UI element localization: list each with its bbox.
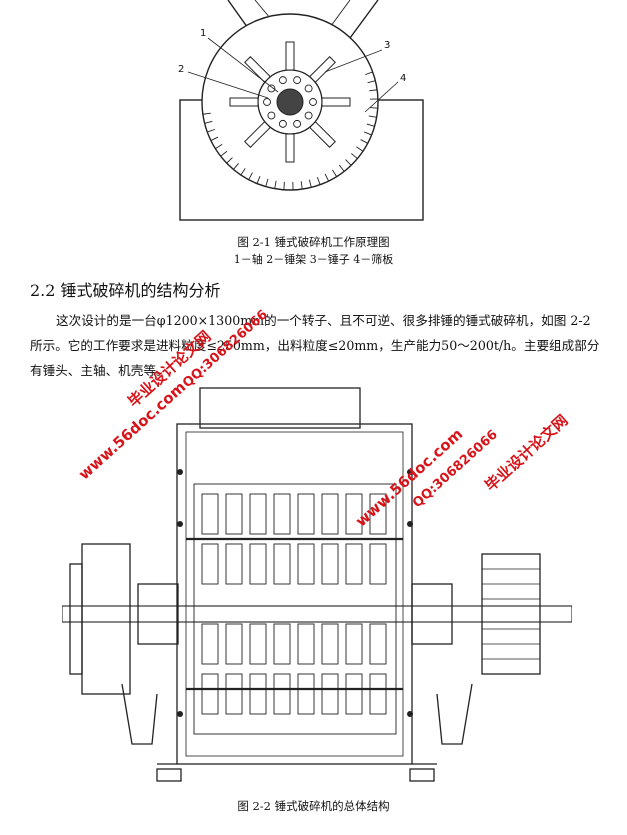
screen-tick bbox=[240, 168, 246, 176]
screen-tick bbox=[215, 144, 223, 150]
hammer-plate bbox=[369, 543, 387, 585]
hammer bbox=[244, 121, 271, 148]
screen-tick bbox=[220, 150, 228, 157]
hammer-plate bbox=[249, 623, 267, 665]
screen-tick bbox=[274, 180, 277, 189]
hammer-plate bbox=[249, 673, 267, 715]
screen-tick bbox=[360, 139, 368, 144]
pin-hole bbox=[263, 98, 271, 106]
screen-tick bbox=[356, 146, 364, 152]
screen-tick bbox=[345, 159, 352, 166]
pin-hole bbox=[304, 84, 313, 93]
hammer bbox=[285, 133, 295, 163]
pin-hole bbox=[304, 111, 313, 120]
screen-tick bbox=[226, 157, 233, 164]
hammer-plate bbox=[297, 493, 315, 535]
screen-tick bbox=[308, 179, 312, 188]
hammer-plate bbox=[273, 623, 291, 665]
pin-hole bbox=[278, 76, 287, 85]
fig1-label-1: 1 bbox=[200, 28, 206, 39]
hammer-plate bbox=[345, 673, 363, 715]
figure-2-1-drawing: 1 2 3 4 bbox=[178, 0, 424, 221]
hammer bbox=[285, 41, 295, 71]
hammer-plate bbox=[273, 673, 291, 715]
hammer-plate bbox=[321, 493, 339, 535]
hammer-plate bbox=[345, 623, 363, 665]
fig1-label-4: 4 bbox=[400, 73, 406, 84]
hammer-plate bbox=[225, 543, 243, 585]
figure-2-2-drawing bbox=[62, 387, 572, 782]
hammer-plate bbox=[225, 493, 243, 535]
hammer-plate bbox=[201, 493, 219, 535]
screen-tick bbox=[283, 181, 285, 190]
hammer bbox=[309, 121, 336, 148]
body-paragraph: 这次设计的是一台φ1200×1300mm的一个转子、且不可逆、很多排锤的锤式破碎… bbox=[30, 313, 600, 378]
screen-tick bbox=[338, 164, 345, 172]
hammer-plate bbox=[249, 543, 267, 585]
screen-tick bbox=[369, 89, 378, 92]
screen-tick bbox=[365, 71, 373, 76]
hammer bbox=[244, 56, 271, 83]
screen-tick bbox=[324, 173, 329, 182]
hammer-plate bbox=[345, 493, 363, 535]
screen-tick bbox=[204, 120, 213, 124]
screen-tick bbox=[332, 169, 338, 177]
hammer-plate bbox=[297, 673, 315, 715]
hammer-plate bbox=[201, 543, 219, 585]
hammer-plate bbox=[369, 673, 387, 715]
screen-tick bbox=[367, 80, 376, 84]
hammer bbox=[309, 56, 336, 83]
pin-hole bbox=[293, 76, 302, 85]
hammer-plate bbox=[273, 493, 291, 535]
fig1-label-3: 3 bbox=[384, 40, 390, 51]
hammer-plate bbox=[225, 673, 243, 715]
screen-tick bbox=[366, 123, 375, 127]
hammer-plate bbox=[297, 623, 315, 665]
pin-hole bbox=[293, 119, 302, 128]
figure-2-2-caption: 图 2-2 锤式破碎机的总体结构 bbox=[237, 799, 390, 813]
screen-tick bbox=[202, 112, 211, 115]
figure-2-1-caption: 图 2-1 锤式破碎机工作原理图 bbox=[237, 235, 390, 249]
screen-tick bbox=[369, 107, 378, 109]
screen-tick bbox=[248, 172, 253, 180]
screen-tick bbox=[256, 176, 261, 184]
hammer-plate bbox=[345, 543, 363, 585]
screen-tick bbox=[316, 177, 321, 185]
figure-2-1-legend: 1－轴 2－锤架 3－锤子 4－筛板 bbox=[233, 253, 394, 266]
hammer-plate bbox=[273, 543, 291, 585]
screen-tick bbox=[207, 128, 215, 133]
screen-tick bbox=[350, 153, 358, 159]
hammer-plate bbox=[321, 673, 339, 715]
hammer-plate bbox=[297, 543, 315, 585]
screen-tick bbox=[368, 115, 377, 118]
hammer-plate bbox=[369, 493, 387, 535]
hammer-plate bbox=[249, 493, 267, 535]
screen-tick bbox=[265, 178, 269, 187]
pin-hole bbox=[267, 84, 276, 93]
hammer-plate bbox=[225, 623, 243, 665]
screen-tick bbox=[233, 162, 239, 170]
pin-hole bbox=[278, 119, 287, 128]
hammer-plate bbox=[321, 623, 339, 665]
fig1-label-2: 2 bbox=[178, 64, 184, 75]
hammer-plate bbox=[321, 543, 339, 585]
screen-tick bbox=[300, 181, 303, 190]
pin-hole bbox=[267, 111, 276, 120]
hammer bbox=[229, 97, 259, 107]
section-title: 2.2 锤式破碎机的结构分析 bbox=[30, 281, 221, 300]
screen-tick bbox=[210, 136, 219, 141]
hammer bbox=[321, 97, 351, 107]
hammer-plate bbox=[201, 623, 219, 665]
hammer-plate bbox=[201, 673, 219, 715]
pin-hole bbox=[309, 98, 317, 106]
hammer-plate bbox=[369, 623, 387, 665]
screen-tick bbox=[364, 131, 372, 136]
